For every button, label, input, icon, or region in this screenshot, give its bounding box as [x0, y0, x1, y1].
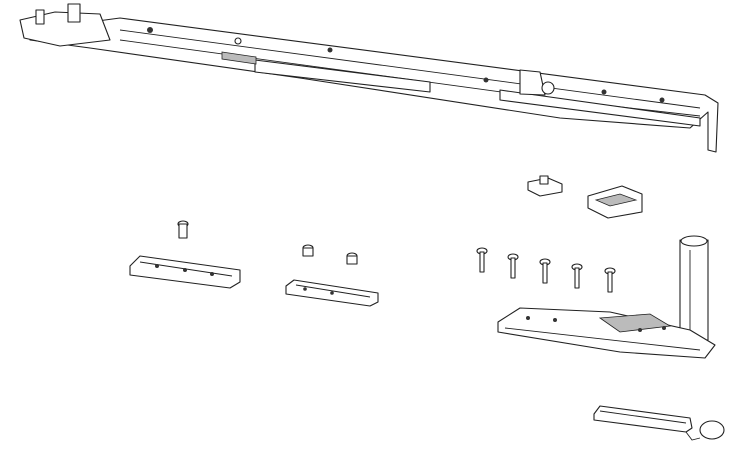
middle-plate	[285, 279, 379, 307]
stay-arm	[19, 3, 719, 153]
keeper-clip	[527, 175, 563, 197]
screw-1	[476, 247, 488, 273]
screw-2	[507, 253, 519, 279]
pin-screw	[177, 220, 189, 239]
lock-block	[587, 185, 643, 219]
screw-3	[539, 258, 551, 284]
bushing-1	[302, 244, 314, 257]
scissor-stay-bar	[593, 405, 725, 441]
bushing-2	[346, 252, 358, 265]
screw-set	[476, 247, 616, 293]
screw-5	[604, 267, 616, 293]
screw-4	[571, 263, 583, 289]
left-mounting-plate	[129, 255, 241, 289]
corner-hinge-assembly	[497, 235, 716, 359]
